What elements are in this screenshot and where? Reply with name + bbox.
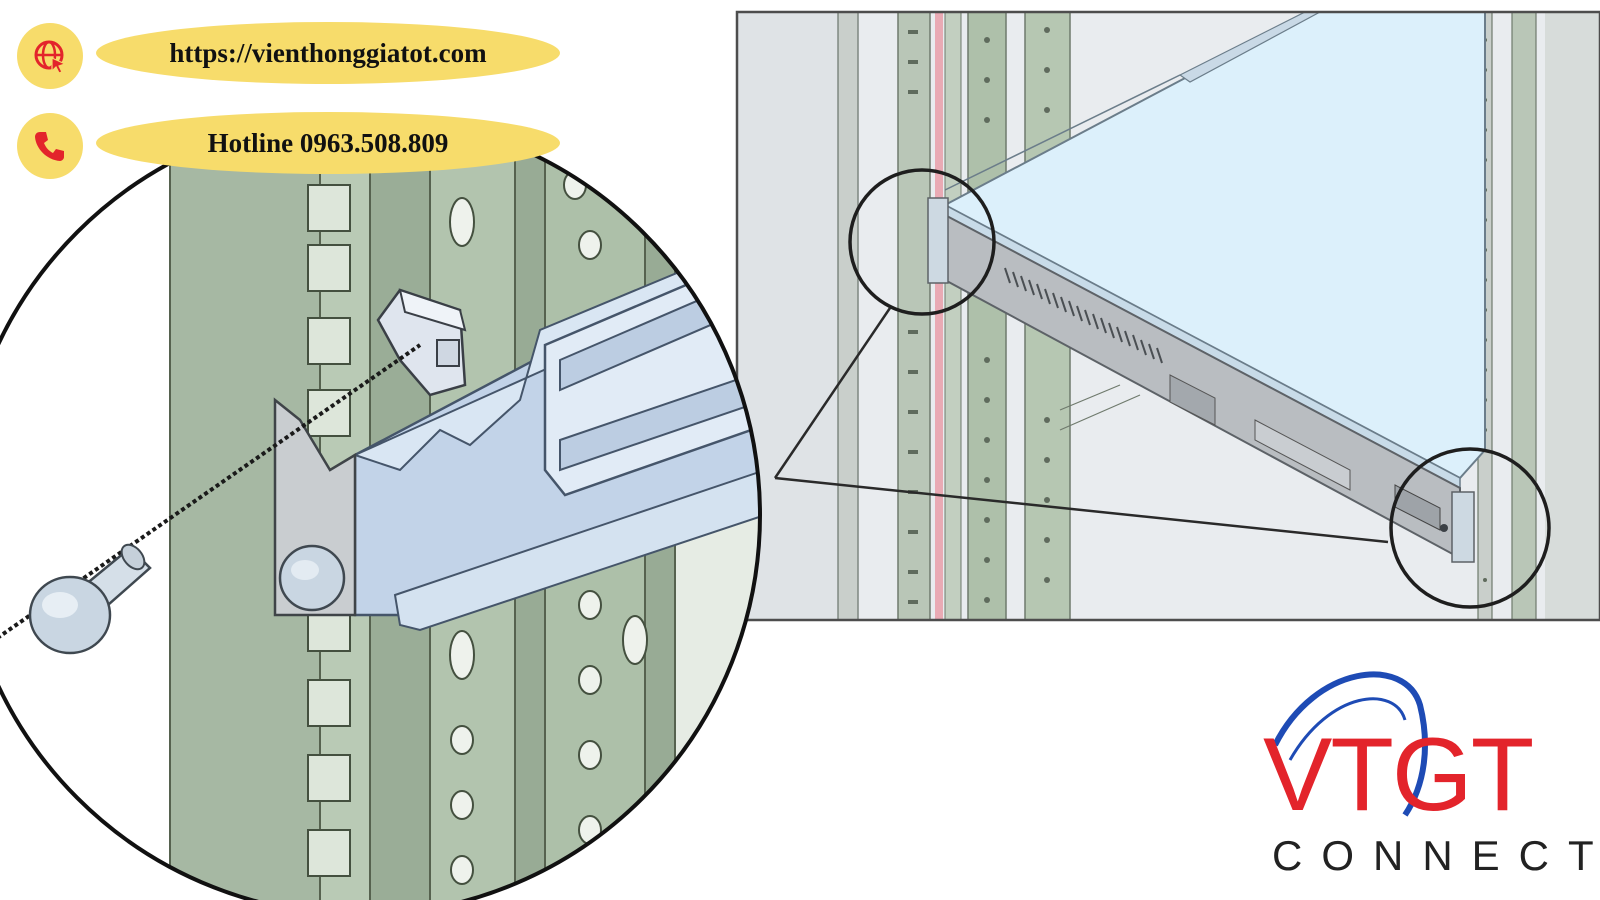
zoom-detail (0, 115, 760, 900)
logo-tagline: CONNECT (1272, 832, 1600, 879)
logo-wordmark: VTGT (1263, 717, 1534, 833)
phone-icon (35, 132, 64, 161)
hotline-badge (17, 113, 83, 179)
rack-panel-frame (735, 10, 1600, 622)
leader-line-top (773, 307, 892, 479)
hotline-label[interactable]: Hotline 0963.508.809 (96, 112, 560, 174)
website-link[interactable]: https://vienthonggiatot.com (96, 22, 560, 84)
logo-swoosh-icon (1272, 671, 1428, 817)
leader-line-bottom (774, 476, 1389, 544)
detail-circle-top (848, 168, 996, 316)
brand-logo: VTGT CONNECT (1255, 665, 1594, 895)
globe-cursor-icon (34, 40, 67, 74)
website-badge (17, 23, 83, 89)
detail-circle-bottom (1389, 447, 1551, 609)
rack-overview-panel (737, 12, 1600, 620)
